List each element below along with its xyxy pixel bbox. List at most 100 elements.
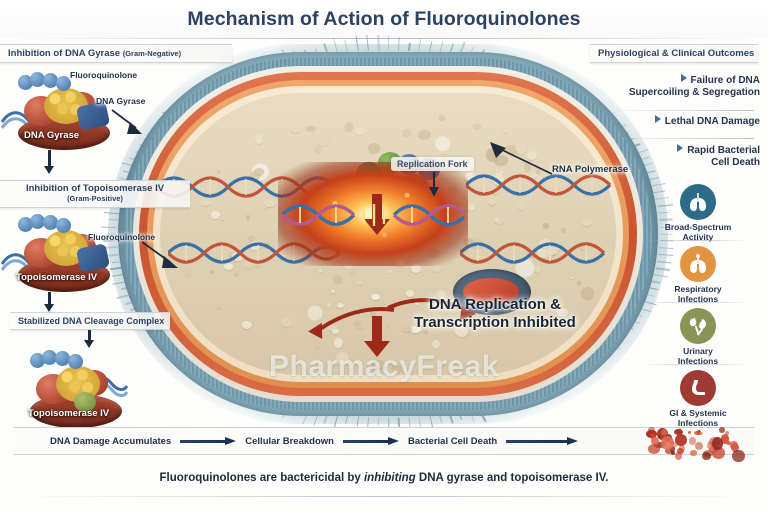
cytoplasm-granule (581, 219, 592, 227)
banner-physiological-clinical-outcomes: Physiological & Clinical Outcomes (590, 44, 758, 63)
headline-line-2: Transcription Inhibited (414, 314, 576, 331)
cytoplasm-granule (217, 170, 220, 172)
cytoplasm-granule (314, 145, 322, 153)
icon-divider-0 (644, 240, 748, 241)
callout-fluoroquinolone-gyrase: Fluoroquinolone (70, 70, 137, 80)
dna-strand-broken-center (282, 202, 466, 228)
cytoplasm-granule (211, 211, 219, 219)
debris-particle (658, 435, 661, 438)
title-divider (14, 38, 754, 39)
cytoplasm-granule (517, 203, 525, 210)
cytoplasm-granule (543, 223, 549, 228)
outcome-item-1: Lethal DNA Damage (584, 115, 760, 128)
icon-card-broad-spectrum[interactable]: Broad-Spectrum Activity (642, 184, 754, 242)
label-dna-gyrase-enzyme: DNA Gyrase (24, 130, 79, 141)
topo4-target-pointer (140, 240, 184, 277)
rna-polymerase-pointer (426, 136, 556, 183)
icon-0-line1: Broad-Spectrum (665, 222, 732, 232)
enzyme-complex-dna-gyrase: DNA Gyrase (4, 70, 124, 158)
cytoplasm-granule (315, 344, 320, 348)
outcome-arrow-left (306, 306, 398, 345)
debris-particle (690, 450, 698, 456)
icon-1-line1: Respiratory (674, 284, 721, 294)
debris-particle (719, 427, 725, 434)
cytoplasm-granule (468, 204, 475, 210)
caption-part-1: Fluoroquinolones are bactericidal by (159, 472, 363, 484)
cytoplasm-granule (571, 277, 574, 280)
debris-particle (732, 450, 744, 462)
icon-divider-1 (644, 302, 748, 303)
cytoplasm-granule (495, 218, 505, 224)
cytoplasm-granule (488, 199, 497, 204)
debris-particle (648, 444, 660, 453)
debris-particle (698, 432, 703, 435)
flow-step-2: Bacterial Cell Death (408, 436, 497, 447)
bullet-triangle-icon (677, 144, 683, 152)
icon-card-urinary[interactable]: Urinary Infections (642, 308, 754, 366)
cytoplasm-granule (356, 280, 363, 284)
cytoplasm-granule (317, 132, 330, 145)
outcome-divider-1 (604, 138, 754, 139)
label-topoisomerase-iv-enzyme-1: Topoisomerase IV (16, 272, 97, 283)
cytoplasm-granule (577, 281, 581, 285)
bacterial-cell-illustration: Replication Fork RNA Polymerase DNA Repl… (108, 44, 668, 424)
flow-arrow-icon-0 (180, 437, 236, 446)
icon-card-respiratory[interactable]: Respiratory Infections (642, 246, 754, 304)
lungs-icon (680, 184, 716, 220)
icon-3-line1: GI & Systemic (669, 408, 726, 418)
outcome-0-line2: Supercoiling & Segregation (629, 87, 760, 98)
flow-step-0: DNA Damage Accumulates (50, 436, 171, 447)
kidney-icon (680, 308, 716, 344)
headline-line-1: DNA Replication & (429, 296, 561, 313)
cytoplasm-granule (351, 353, 364, 365)
gyrase-flow-arrow (44, 166, 54, 174)
cytoplasm-granule (336, 352, 348, 365)
debris-particle (695, 442, 703, 449)
flow-arrow-icon-2 (506, 437, 578, 446)
cytoplasm-granule (290, 123, 301, 133)
caption: Fluoroquinolones are bactericidal by inh… (0, 472, 768, 484)
banner-inhibition-topoisomerase-iv: Inhibition of Topoisomerase IV (Gram-Pos… (0, 180, 190, 208)
cytoplasm-granule (391, 364, 403, 372)
cytoplasm-granule (331, 290, 335, 293)
banner-topo4-sub-text: (Gram-Positive) (8, 195, 182, 204)
stomach-icon (680, 370, 716, 406)
debris-particle (688, 431, 691, 434)
outcome-1-line1: Lethal DNA Damage (665, 116, 760, 127)
icon-card-gi-systemic[interactable]: GI & Systemic Infections (642, 370, 754, 428)
debris-particle (661, 429, 669, 436)
cytoplasm-granule (355, 128, 365, 136)
cytoplasm-granule (432, 340, 440, 349)
banner-gyrase-sub-text: (Gram-Negative) (123, 49, 181, 58)
cytoplasm-granule (333, 275, 342, 283)
cytoplasm-granule (473, 123, 481, 129)
cytoplasm-granule (217, 305, 222, 310)
cytoplasm-granule (242, 321, 253, 330)
fimbria (377, 418, 379, 425)
cytoplasm-granule (201, 200, 210, 207)
title-bar: Mechanism of Action of Fluoroquinolones (0, 0, 768, 38)
banner-stabilized-cleavage-complex: Stabilized DNA Cleavage Complex (10, 312, 170, 330)
caption-divider (14, 496, 754, 497)
flow-step-1: Cellular Breakdown (245, 436, 334, 447)
fluoroquinolone-molecule-gyrase (18, 72, 76, 90)
banner-inhibition-dna-gyrase: Inhibition of DNA Gyrase (Gram-Negative) (0, 44, 232, 63)
dna-strand-lower-right (460, 240, 616, 266)
cytoplasm-granule (306, 126, 315, 132)
cytoplasm-granule (350, 269, 356, 274)
fluoroquinolone-molecule-topo4-2 (30, 350, 88, 368)
outcome-2-line2: Cell Death (711, 157, 760, 168)
cytoplasm-granule (439, 115, 446, 120)
cleavage-flow-arrow (84, 340, 94, 348)
outcome-divider-0 (604, 110, 754, 111)
cell-debris-illustration (642, 422, 752, 460)
cytoplasm-granule (246, 215, 251, 219)
cytoplasm-granule (319, 269, 322, 272)
bullet-triangle-icon (681, 74, 687, 82)
cytoplasm-granule (255, 134, 264, 144)
outcome-0-line1: Failure of DNA (691, 75, 760, 86)
debris-particle (648, 427, 656, 433)
cytoplasm-granule (234, 271, 239, 275)
outcome-2-line1: Rapid Bacterial (687, 145, 760, 156)
cytoplasm-granule (185, 270, 191, 275)
